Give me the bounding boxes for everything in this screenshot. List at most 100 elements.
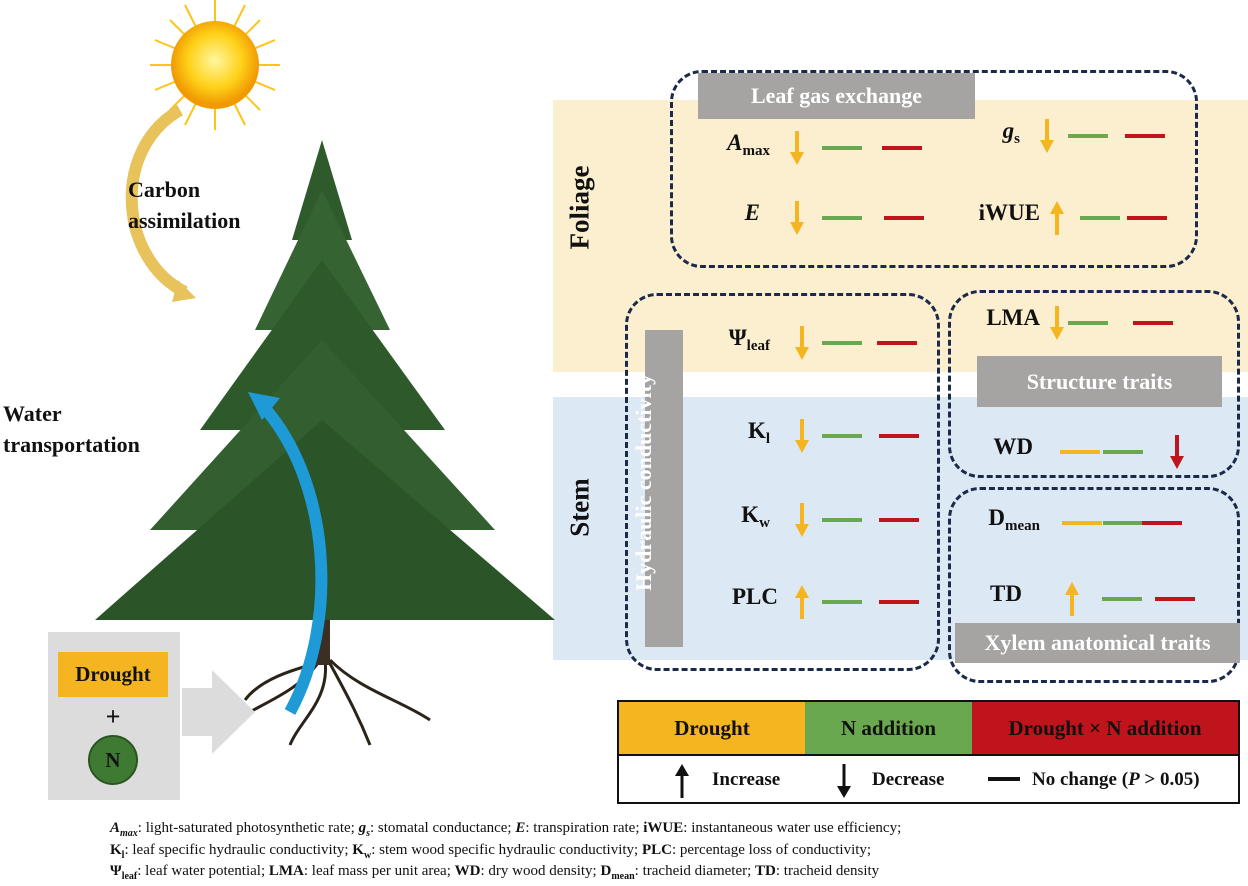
water-transportation-label: Water transportation: [3, 398, 140, 460]
wd-n-no-change-icon: [1103, 450, 1143, 454]
caption-term: Kw: [352, 842, 372, 861]
legend-no-change: No change (P > 0.05): [1032, 764, 1200, 796]
caption-definition: : tracheid diameter;: [634, 863, 756, 879]
stem-label: Stem: [564, 478, 595, 537]
lma-dxn-no-change-icon: [1133, 321, 1173, 325]
legend-no-change-tail: > 0.05): [1139, 769, 1200, 790]
gs-dxn-no-change-icon: [1125, 134, 1165, 138]
legend-decrease: Decrease: [872, 769, 945, 790]
leaf-gas-exchange-group: [670, 70, 1198, 268]
caption-definition: : leaf specific hydraulic conductivity;: [124, 842, 353, 858]
iwue-dxn-no-change-icon: [1127, 216, 1167, 220]
legend-p: P: [1128, 769, 1140, 790]
caption-definition: : stem wood specific hydraulic conductiv…: [371, 842, 642, 858]
var-label-amax: Amax: [727, 130, 770, 160]
foliage-band: [553, 100, 1248, 372]
var-label-lma: LMA: [986, 305, 1040, 331]
var-sub: mean: [1005, 518, 1040, 534]
roots: [234, 658, 431, 746]
legend-no-change-text: No change (: [1032, 769, 1129, 790]
amax-drought-decrease-arrow-icon: [790, 131, 804, 165]
hydraulic-bar: [645, 330, 683, 647]
carbon-line2: assimilation: [128, 208, 241, 233]
var-label-iwue: iWUE: [979, 200, 1040, 226]
caption-definition: : dry wood density;: [480, 863, 601, 879]
wd-drought-no-change-icon: [1060, 450, 1100, 454]
var-label-kl: Kl: [748, 418, 770, 448]
amax-dxn-no-change-icon: [882, 146, 922, 150]
caption-term: gs: [358, 820, 370, 839]
carbon-assimilation-label: Carbon assimilation: [128, 174, 240, 236]
structure-label: Structure traits: [977, 356, 1222, 407]
e-drought-decrease-arrow-icon: [790, 201, 804, 235]
var-label-plc: PLC: [732, 584, 778, 610]
dmean-n-no-change-icon: [1103, 521, 1143, 525]
plus-sign: +: [105, 702, 121, 731]
hydraulic-group: [625, 293, 940, 671]
leaf-gas-exchange-label: Leaf gas exchange: [698, 73, 975, 119]
carbon-arrow-icon: [125, 104, 188, 298]
caption-definition: : percentage loss of conductivity;: [671, 842, 872, 858]
drought-tag: Drought: [58, 652, 168, 697]
plc-dxn-no-change-icon: [879, 600, 919, 604]
var-label-kw: Kw: [741, 502, 770, 532]
psi-dxn-no-change-icon: [877, 341, 917, 345]
caption-line-1: Amax: light-saturated photosynthetic rat…: [110, 820, 901, 839]
decrease-arrow-icon: [837, 764, 851, 798]
caption-term: LMA: [268, 863, 304, 879]
var-main: Ψ: [728, 325, 747, 350]
n-circle: N: [88, 735, 138, 785]
water-line2: transportation: [3, 432, 140, 457]
var-main: A: [727, 130, 743, 155]
kl-dxn-no-change-icon: [879, 434, 919, 438]
td-n-no-change-icon: [1102, 597, 1142, 601]
caption-term: Dmean: [600, 863, 635, 882]
caption-definition: : stomatal conductance;: [369, 820, 516, 836]
dmean-dxn-no-change-icon: [1142, 521, 1182, 525]
wd-dxn-decrease-arrow-icon: [1170, 435, 1184, 469]
increase-arrow-icon: [675, 764, 689, 798]
td-drought-increase-arrow-icon: [1065, 582, 1079, 616]
sun-icon: [150, 0, 280, 130]
iwue-n-no-change-icon: [1080, 216, 1120, 220]
var-label-dmean: Dmean: [988, 505, 1040, 535]
gs-n-no-change-icon: [1068, 134, 1108, 138]
var-sub: s: [1014, 131, 1020, 147]
var-sub: leaf: [746, 338, 770, 354]
caption-term: PLC: [641, 842, 672, 858]
legend-n-addition: N addition: [805, 702, 972, 754]
legend-drought: Drought: [619, 702, 805, 754]
kw-n-no-change-icon: [822, 518, 862, 522]
structure-group: [948, 290, 1240, 478]
kw-dxn-no-change-icon: [879, 518, 919, 522]
caption-term: E: [515, 820, 526, 836]
var-label-e: E: [745, 200, 760, 226]
treatment-arrow-icon: [182, 670, 255, 754]
psi-n-no-change-icon: [822, 341, 862, 345]
var-main: iWUE: [978, 200, 1040, 225]
tree-illustration: [95, 0, 555, 754]
no-change-dash-icon: [988, 777, 1020, 781]
caption-definition: : tracheid density: [775, 863, 880, 879]
tree-foliage: [95, 140, 555, 620]
caption-line-2: Kl: leaf specific hydraulic conductivity…: [110, 842, 871, 861]
carbon-line1: Carbon: [128, 177, 201, 202]
amax-n-no-change-icon: [822, 146, 862, 150]
gs-drought-decrease-arrow-icon: [1040, 119, 1054, 153]
legend-interaction: Drought × N addition: [972, 702, 1238, 754]
var-main: PLC: [732, 584, 778, 609]
kw-drought-decrease-arrow-icon: [795, 503, 809, 537]
var-main: g: [1002, 118, 1015, 143]
var-label-psi: Ψleaf: [729, 325, 770, 355]
psi-drought-decrease-arrow-icon: [795, 326, 809, 360]
var-label-gs: gs: [1003, 118, 1020, 148]
var-main: TD: [990, 581, 1022, 606]
foliage-label: Foliage: [564, 165, 595, 250]
var-sub: l: [765, 431, 770, 447]
caption-line-3: Ψleaf: leaf water potential; LMA: leaf m…: [110, 863, 879, 882]
caption-term: Amax: [110, 820, 138, 839]
legend: [617, 700, 1240, 804]
caption-definition: : transpiration rate;: [525, 820, 644, 836]
var-main: K: [741, 502, 760, 527]
caption-definition: : instantaneous water use efficiency;: [683, 820, 902, 836]
